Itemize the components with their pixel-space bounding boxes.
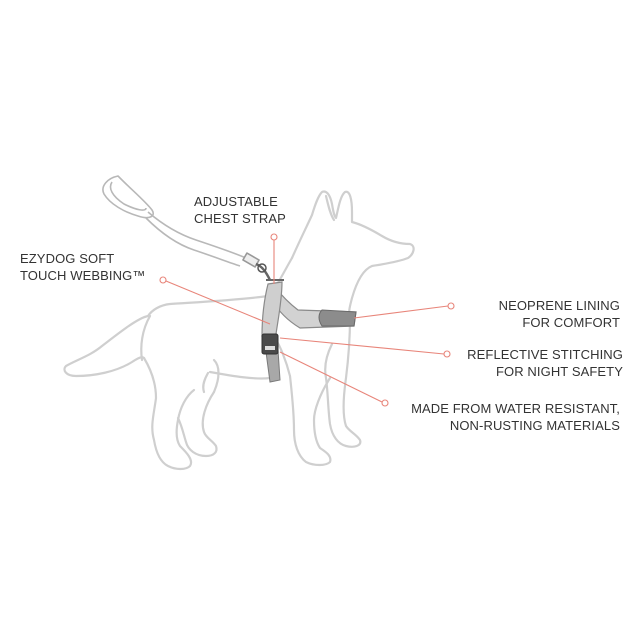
callout-water-resistant: MADE FROM WATER RESISTANT, NON-RUSTING M…	[411, 400, 620, 434]
callout-line: EZYDOG SOFT	[20, 251, 115, 266]
callout-line: NEOPRENE LINING	[498, 298, 620, 313]
callout-line: FOR COMFORT	[522, 315, 620, 330]
callout-line: MADE FROM WATER RESISTANT,	[411, 401, 620, 416]
callout-line: NON-RUSTING MATERIALS	[449, 418, 620, 433]
leash	[102, 175, 272, 281]
callout-line: ADJUSTABLE	[194, 194, 278, 209]
callout-adjustable-chest-strap: ADJUSTABLE CHEST STRAP	[194, 193, 286, 227]
callout-soft-touch-webbing: EZYDOG SOFT TOUCH WEBBING™	[20, 250, 145, 284]
callout-neoprene-lining: NEOPRENE LINING FOR COMFORT	[499, 297, 620, 331]
callout-reflective-stitching: REFLECTIVE STITCHING FOR NIGHT SAFETY	[467, 346, 623, 380]
callout-lines	[159, 233, 455, 407]
harness	[261, 279, 357, 383]
callout-line: TOUCH WEBBING™	[20, 268, 146, 283]
callout-line: CHEST STRAP	[194, 211, 286, 226]
callout-line: FOR NIGHT SAFETY	[495, 364, 623, 379]
dog-outline	[63, 190, 415, 471]
callout-line: REFLECTIVE STITCHING	[467, 347, 623, 362]
